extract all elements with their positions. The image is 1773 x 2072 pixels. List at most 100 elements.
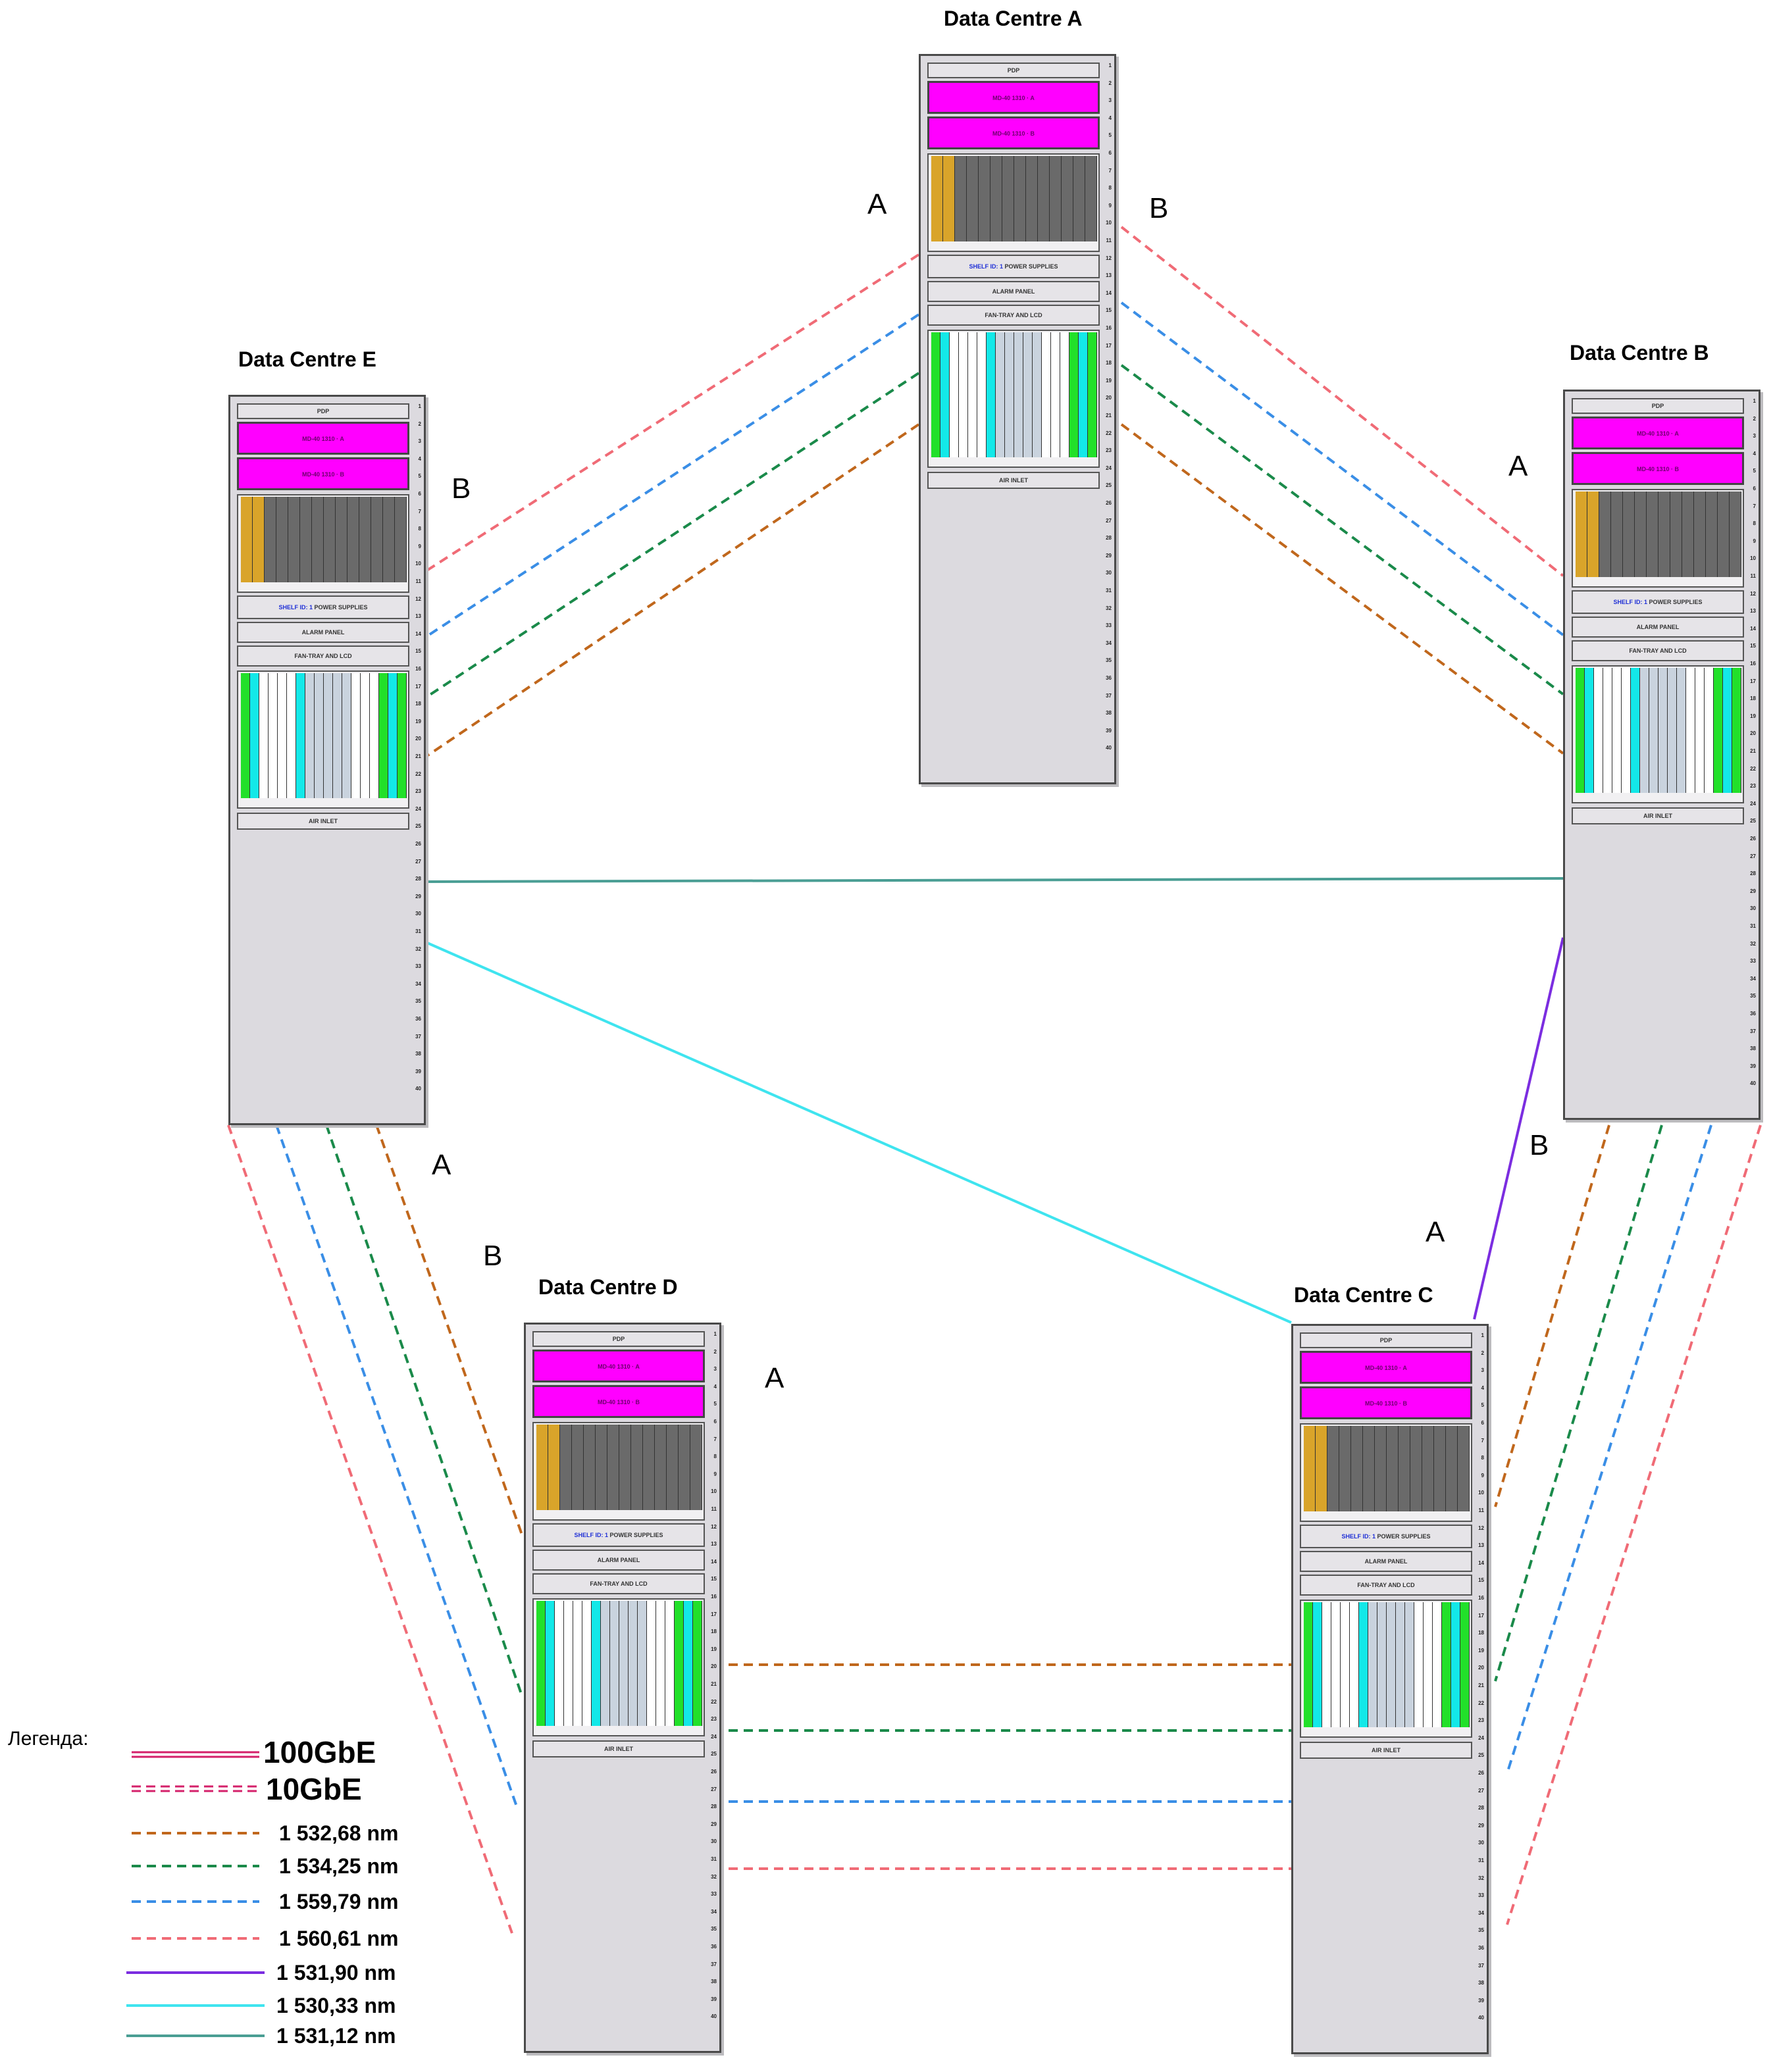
- air-inlet-panel: AIR INLET: [927, 472, 1100, 489]
- rack-unit-number: 28: [415, 876, 421, 882]
- fan-tray-panel: FAN-TRAY AND LCD: [237, 645, 409, 667]
- card-slot: [943, 156, 955, 241]
- link-b-c-1531-90: [1473, 937, 1564, 1320]
- rack-unit-number: 37: [1478, 1962, 1484, 1969]
- legend-1532-68: 1 532,68 nm: [279, 1821, 399, 1845]
- card-slot: [324, 673, 333, 798]
- rack-unit-number: 4: [1108, 114, 1112, 121]
- rack-unit-number: 23: [1478, 1717, 1484, 1724]
- card-slot: [1062, 156, 1073, 241]
- rack-unit-number: 30: [711, 1838, 717, 1845]
- rack-unit-number: 25: [415, 823, 421, 830]
- rack-unit-number: 16: [711, 1594, 717, 1600]
- rack-unit-number: 34: [711, 1908, 717, 1915]
- shelf-id-label: SHELF ID: 1: [969, 263, 1003, 270]
- card-slot: [1014, 156, 1026, 241]
- card-slot: [584, 1425, 596, 1510]
- card-slot: [582, 1601, 592, 1726]
- power-supplies-panel: SHELF ID: 1 POWER SUPPLIES: [237, 595, 409, 619]
- card-slot: [1363, 1426, 1375, 1511]
- rack-unit-number: 16: [1106, 325, 1112, 331]
- rack-unit-number: 19: [415, 718, 421, 724]
- card-slot: [1322, 1602, 1331, 1727]
- rack-unit-number: 11: [1106, 238, 1112, 243]
- rack-unit-number: 29: [1478, 1822, 1484, 1829]
- mux-b-panel: MD-40 1310 · B: [237, 457, 409, 490]
- rack-unit-number: 7: [713, 1436, 717, 1442]
- card-shelf-upper: [1572, 489, 1744, 588]
- card-slot: [1304, 1426, 1316, 1511]
- card-slot: [546, 1601, 555, 1726]
- rack-unit-number: 13: [1478, 1542, 1484, 1549]
- fan-tray-panel: FAN-TRAY AND LCD: [1300, 1575, 1472, 1596]
- rack-unit-number: 12: [415, 595, 421, 602]
- fan-tray-panel: FAN-TRAY AND LCD: [1572, 640, 1744, 661]
- rack-unit-number: 21: [1750, 748, 1756, 754]
- rack-unit-number: 11: [1478, 1507, 1484, 1513]
- rack-unit-number: 20: [711, 1663, 717, 1670]
- card-slot: [342, 673, 351, 798]
- rack-unit-number: 8: [1108, 185, 1112, 191]
- rack-unit-number: 39: [415, 1068, 421, 1074]
- rack-unit-number: 3: [1481, 1367, 1484, 1374]
- card-slot: [1458, 1426, 1470, 1511]
- card-slot: [1442, 1602, 1451, 1727]
- card-slot: [1014, 332, 1023, 457]
- card-slot: [1377, 1602, 1387, 1727]
- rack-unit-number: 24: [1478, 1734, 1484, 1741]
- rack-unit-number: 24: [1750, 800, 1756, 807]
- rack-unit-number: 21: [415, 753, 421, 759]
- rack-unit-number: 20: [1478, 1665, 1484, 1671]
- rack-unit-number: 29: [415, 893, 421, 899]
- shelf-id-label: SHELF ID: 1: [278, 604, 313, 611]
- card-slot: [276, 497, 288, 582]
- legend-1534-25: 1 534,25 nm: [279, 1854, 399, 1878]
- rack-unit-number: 6: [1481, 1420, 1484, 1426]
- card-slot: [398, 673, 407, 798]
- rack-unit-number: 35: [415, 998, 421, 1005]
- card-slot: [1603, 668, 1612, 793]
- rack-unit-number: 4: [1481, 1384, 1484, 1391]
- card-slot: [371, 497, 383, 582]
- rack-unit-number: 13: [1106, 272, 1112, 279]
- link-b-c-1559: [1506, 1124, 1712, 1774]
- rack-unit-number: 1: [418, 403, 421, 409]
- port-label-a: A: [432, 1149, 451, 1181]
- rack-unit-number: 37: [1750, 1028, 1756, 1034]
- card-slot: [643, 1425, 655, 1510]
- card-slot: [383, 497, 395, 582]
- rack-unit-number: 2: [418, 420, 421, 427]
- card-slot: [1635, 492, 1647, 577]
- rack-unit-number: 14: [711, 1558, 717, 1565]
- rack-unit-number: 13: [711, 1541, 717, 1548]
- pdp-panel: PDP: [532, 1331, 705, 1347]
- card-slot: [1576, 492, 1587, 577]
- rack-unit-number: 17: [1750, 678, 1756, 684]
- rack-unit-number: 11: [415, 578, 421, 584]
- card-slot: [1304, 1602, 1313, 1727]
- rack-unit-number: 15: [1478, 1577, 1484, 1584]
- card-slot: [967, 156, 979, 241]
- rack-unit-number: 10: [1478, 1490, 1484, 1496]
- rack-unit-number: 36: [1750, 1011, 1756, 1017]
- card-slot: [560, 1425, 572, 1510]
- rack-unit-number: 38: [415, 1051, 421, 1057]
- rack-unit-number: 40: [1478, 2015, 1484, 2021]
- card-slot: [1069, 332, 1079, 457]
- rack-unit-number: 23: [1106, 447, 1112, 454]
- link-a-b-1532: [1120, 423, 1564, 755]
- card-slot: [347, 497, 359, 582]
- card-slot: [1051, 332, 1060, 457]
- card-slot: [278, 673, 287, 798]
- power-supplies-label: POWER SUPPLIES: [609, 1532, 663, 1538]
- card-slot: [1460, 1602, 1470, 1727]
- card-slot: [1331, 1602, 1341, 1727]
- card-slot: [629, 1601, 638, 1726]
- card-slot: [1341, 1602, 1350, 1727]
- link-b-c-1560: [1506, 1124, 1762, 1925]
- rack-unit-number: 29: [1750, 888, 1756, 894]
- rack-unit-number: 22: [711, 1698, 717, 1705]
- card-slot: [296, 673, 305, 798]
